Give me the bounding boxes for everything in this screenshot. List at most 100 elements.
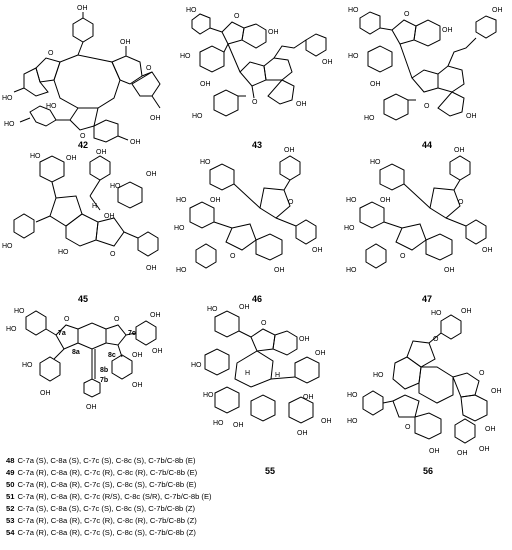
structure-44: HO O OH HO OH OH O OH HO [348, 7, 503, 122]
atom-oh: OH [284, 147, 295, 154]
atom-oh: OH [321, 418, 332, 425]
atom-oh: OH [210, 197, 221, 204]
stereo-descriptor: C-7a (R), C-8a (R), C-7c (R), C-8c (R), … [17, 468, 198, 477]
atom-o: O [424, 103, 430, 110]
atom-ho: HO [213, 420, 224, 427]
atom-oh: OH [370, 81, 381, 88]
stereo-compound-number: 49 [6, 468, 15, 477]
atom-o: O [64, 316, 70, 323]
atom-oh: OH [482, 247, 493, 254]
atom-o: O [48, 50, 54, 57]
compound-label-44: 44 [421, 140, 432, 150]
atom-o: O [261, 320, 267, 327]
atom-oh: OH [132, 352, 143, 359]
stereo-compound-number: 50 [6, 480, 15, 489]
atom-oh: OH [429, 448, 440, 455]
position-label-7b: 7b [100, 377, 109, 384]
atom-oh: OH [312, 247, 323, 254]
atom-oh: OH [303, 394, 314, 401]
atom-h: H [92, 203, 97, 210]
atom-oh: OH [150, 115, 161, 122]
position-label-7a: 7a [58, 330, 66, 337]
atom-oh: OH [86, 404, 97, 411]
structure-47: OH O HO OH OH HO HO O OH HO [344, 147, 493, 274]
atom-oh: OH [315, 350, 326, 357]
structure-55: HO OH O OH HO H H OH OH HO HO OH OH OH [191, 304, 332, 437]
atom-ho: HO [347, 392, 358, 399]
position-label-8c: 8c [108, 352, 116, 359]
atom-ho: HO [364, 115, 375, 122]
atom-oh: OH [444, 267, 455, 274]
atom-oh: OH [454, 147, 465, 154]
compound-label-43: 43 [251, 140, 262, 150]
atom-o: O [230, 253, 236, 260]
atom-o: O [404, 11, 410, 18]
atom-ho: HO [186, 7, 197, 14]
atom-ho: HO [346, 197, 357, 204]
compound-label-47: 47 [421, 294, 432, 304]
atom-oh: OH [200, 81, 211, 88]
atom-oh: OH [380, 197, 391, 204]
atom-o: O [114, 316, 120, 323]
atom-ho: HO [373, 372, 384, 379]
atom-ho: HO [2, 95, 13, 102]
atom-oh: OH [268, 29, 279, 36]
atom-oh: OH [239, 304, 250, 311]
position-label-7c: 7c [128, 330, 136, 337]
stereo-descriptor: C-7a (R), C-8a (R), C-7c (R/S), C-8c (S/… [17, 492, 212, 501]
stereo-compound-number: 53 [6, 516, 15, 525]
atom-o: O [458, 199, 464, 206]
atom-oh: OH [299, 336, 310, 343]
atom-oh: OH [77, 5, 88, 12]
atom-ho: HO [6, 326, 17, 333]
atom-oh: OH [146, 265, 157, 272]
atom-o: O [110, 251, 116, 258]
atom-ho: HO [192, 113, 203, 120]
atom-h: H [275, 372, 280, 379]
atom-oh: OH [485, 426, 496, 433]
atom-oh: OH [120, 39, 131, 46]
atom-oh: OH [296, 101, 307, 108]
atom-o: O [400, 253, 406, 260]
atom-oh: OH [479, 446, 490, 453]
atom-oh: OH [104, 213, 115, 220]
atom-ho: HO [207, 306, 218, 313]
structure-42: OH O HO OH O OH O OH HO HO [2, 5, 161, 146]
compound-label-46: 46 [251, 294, 262, 304]
stereo-descriptor: C-7a (S), C-8a (S), C-7c (S), C-8c (S), … [17, 456, 196, 465]
position-label-8a: 8a [72, 349, 80, 356]
atom-oh: OH [233, 422, 244, 429]
atom-oh: OH [66, 155, 77, 162]
atom-oh: OH [40, 390, 51, 397]
atom-oh: OH [297, 430, 308, 437]
structure-48-54: HO HO O O OH OH OH HO OH OH OH [6, 308, 163, 411]
atom-ho: HO [180, 53, 191, 60]
atom-ho: HO [2, 243, 13, 250]
atom-ho: HO [30, 153, 41, 160]
atom-ho: HO [347, 418, 358, 425]
atom-oh: OH [457, 450, 468, 457]
structure-43: HO O OH HO OH OH O OH HO [180, 7, 333, 120]
atom-oh: OH [150, 312, 161, 319]
atom-ho: HO [46, 103, 57, 110]
atom-o: O [479, 370, 485, 377]
atom-ho: HO [348, 53, 359, 60]
structure-56: HO OH O HO O OH OH HO HO O OH OH OH [347, 308, 502, 457]
atom-ho: HO [203, 392, 214, 399]
stereo-descriptor: C-7a (R), C-8a (R), C-7c (S), C-8c (S), … [17, 480, 197, 489]
stereo-descriptor: C-7a (R), C-8a (R), C-7c (S), C-8c (S), … [17, 528, 196, 537]
atom-ho: HO [14, 308, 25, 315]
atom-ho: HO [370, 159, 381, 166]
atom-ho: HO [431, 310, 442, 317]
atom-ho: HO [191, 362, 202, 369]
atom-oh: OH [146, 171, 157, 178]
atom-ho: HO [344, 225, 355, 232]
atom-ho: HO [346, 267, 357, 274]
atom-o: O [252, 99, 258, 106]
